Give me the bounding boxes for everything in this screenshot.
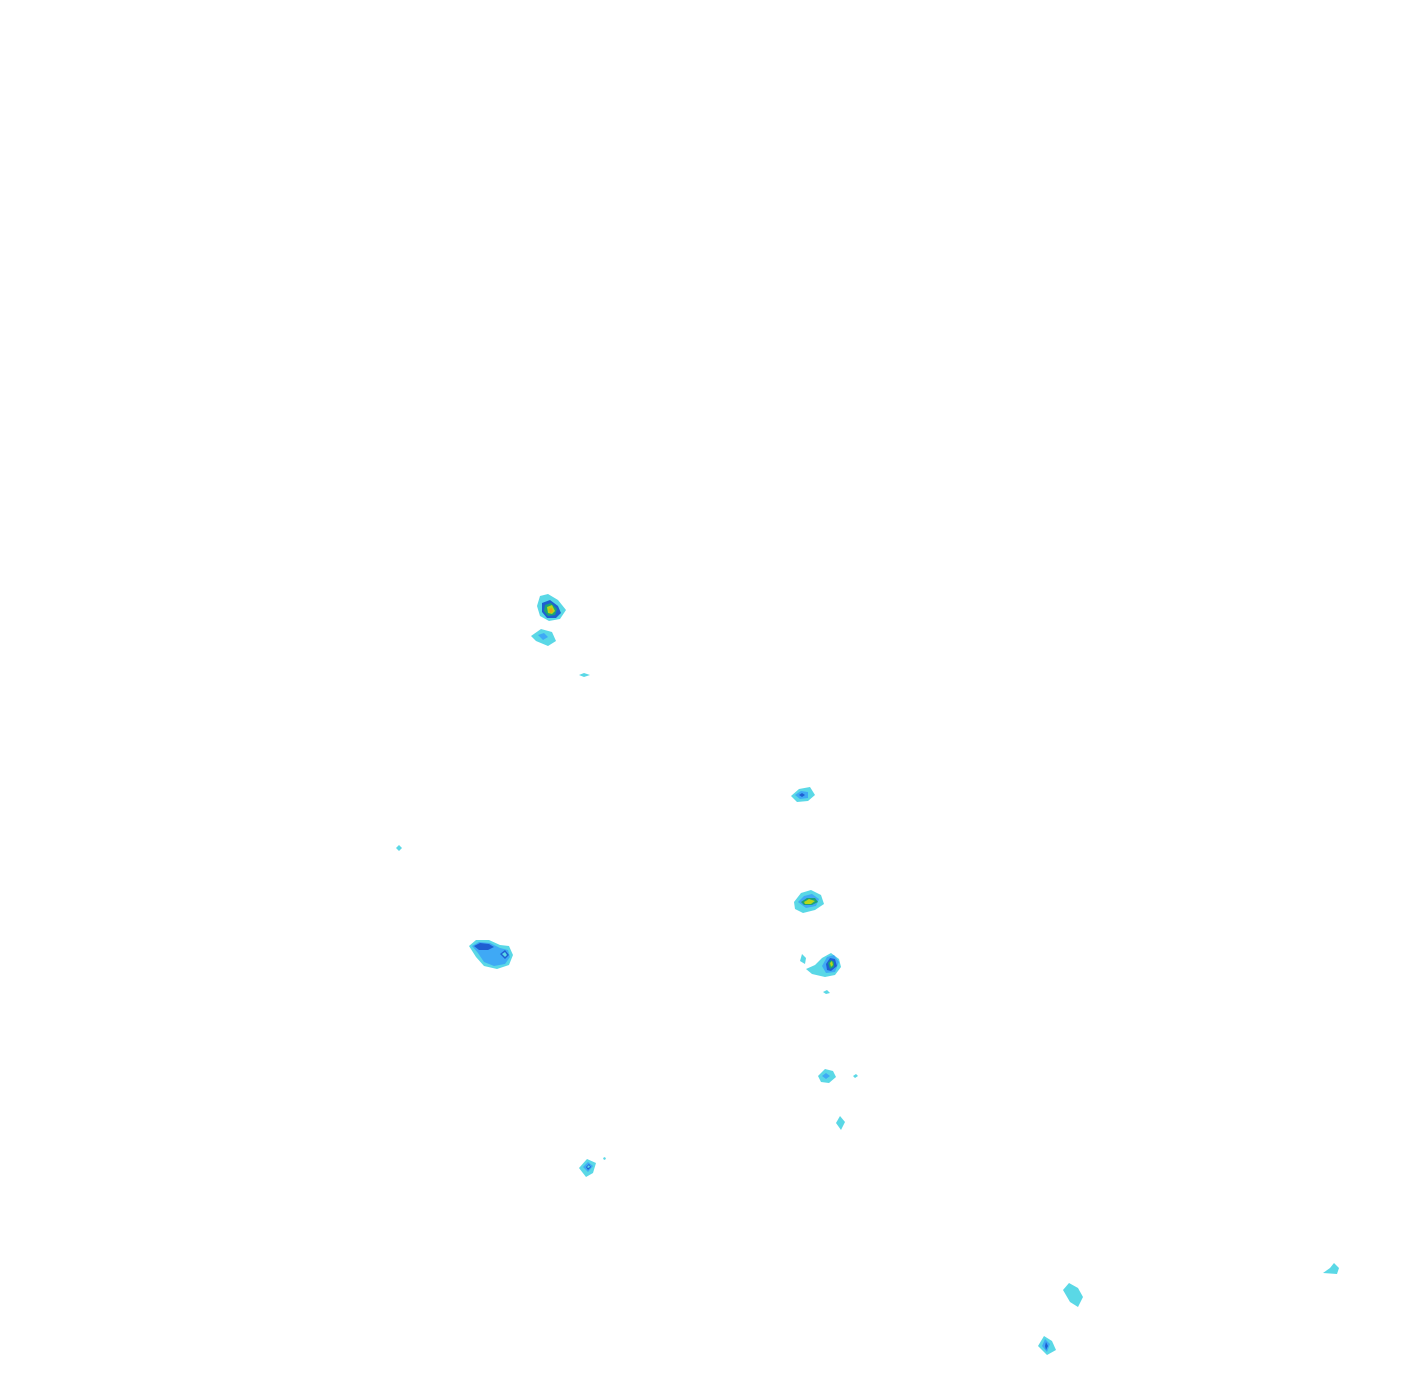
contour-level-5	[804, 899, 815, 904]
contour-level-1	[579, 673, 590, 677]
contour-level-1	[823, 990, 830, 994]
contour-cell	[603, 1157, 606, 1160]
contour-level-1	[853, 1074, 858, 1078]
contour-level-3	[474, 943, 494, 950]
contour-cell	[579, 673, 590, 677]
contour-level-3	[1045, 1342, 1048, 1350]
contour-level-1	[1063, 1283, 1083, 1307]
contour-level-3	[799, 793, 805, 797]
contour-cell	[823, 990, 830, 994]
contour-cell	[1063, 1283, 1083, 1307]
contour-level-1	[587, 1165, 590, 1168]
contour-level-2	[538, 633, 548, 640]
contour-cell	[1038, 1336, 1056, 1355]
contour-level-6	[549, 608, 553, 613]
contour-level-5	[830, 961, 833, 967]
contour-cell	[800, 953, 841, 977]
contour-level-1	[836, 1116, 845, 1130]
contour-cell	[853, 1074, 858, 1078]
contour-cell	[396, 845, 402, 851]
contour-cell	[469, 940, 513, 969]
contour-level-1	[1323, 1263, 1339, 1274]
contour-cell	[531, 629, 556, 646]
contour-level-1	[396, 845, 402, 851]
contour-cell	[791, 787, 815, 802]
contour-cell	[579, 1159, 596, 1177]
contour-level-1	[502, 952, 507, 957]
contour-cell	[794, 890, 824, 913]
contour-cell	[537, 594, 566, 621]
contour-level-1	[800, 954, 806, 964]
contour-level-2	[822, 1073, 830, 1079]
contour-cell	[1323, 1263, 1339, 1274]
contour-cell	[818, 1069, 836, 1083]
contour-cell	[836, 1116, 845, 1130]
contour-level-1	[603, 1157, 606, 1160]
